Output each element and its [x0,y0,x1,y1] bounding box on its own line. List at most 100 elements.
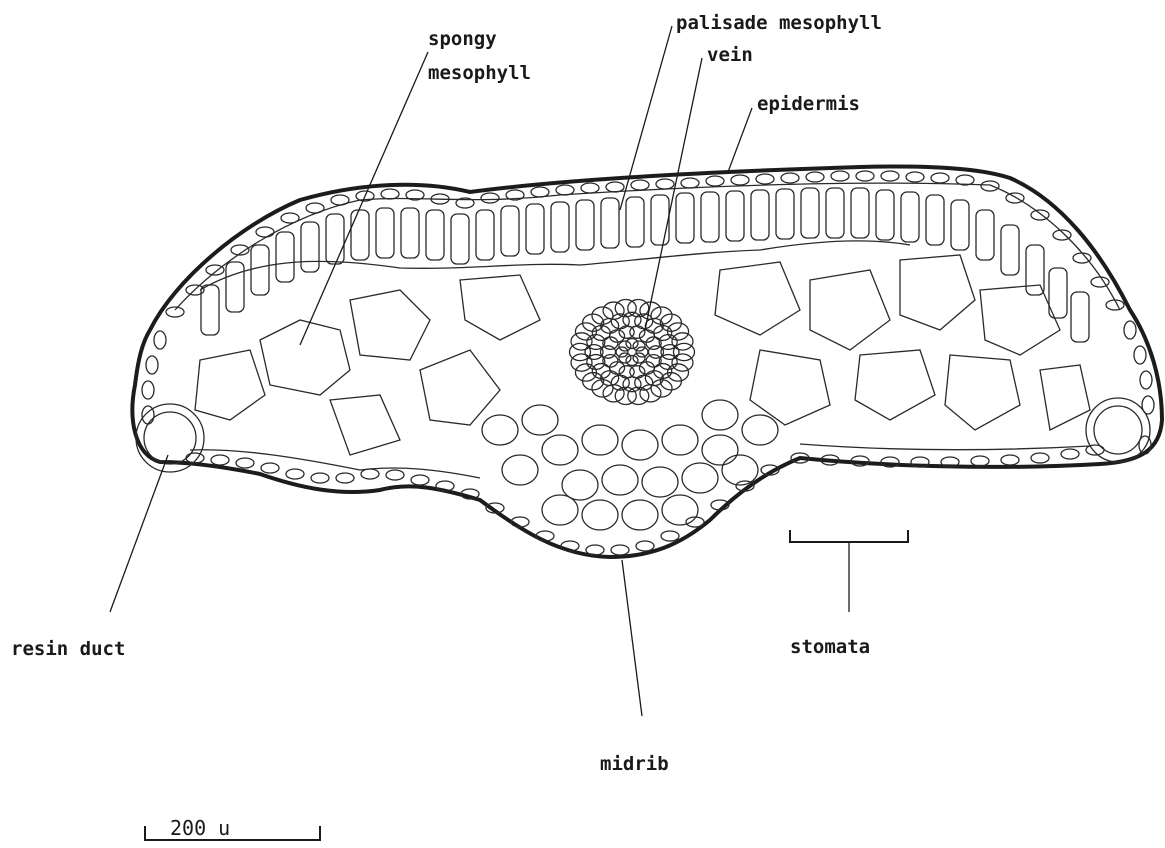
palisade-cell [601,198,619,248]
epidermis-cell [336,473,354,483]
epidermis-cell [906,172,924,182]
epidermis-cell [142,381,154,399]
epidermis-cell [381,189,399,199]
epidermis-cell [331,195,349,205]
midrib-cell [582,500,618,530]
epidermis-cell [1073,253,1091,263]
palisade-cell [226,262,244,312]
vein-leader [645,58,702,330]
epidermis-cell [581,183,599,193]
midrib-cell [682,463,718,493]
epidermis-cell [531,187,549,197]
vein-cell [672,354,693,371]
epidermis-cell [1061,449,1079,459]
epidermis-cell [206,265,224,275]
palisade-cells [201,188,1089,342]
epidermis-cell [971,456,989,466]
epidermis-cell [306,203,324,213]
midrib-cell [662,425,698,455]
palisade-cell [551,202,569,252]
scale-bar-label: 200 u [170,818,230,838]
vein-cell [616,347,628,357]
epidermis-cell [166,307,184,317]
epidermis-cell [411,475,429,485]
midrib-cell [542,495,578,525]
epidermis-label: epidermis [757,95,860,114]
palisade-mesophyll-label: palisade mesophyll [676,14,882,33]
stomata-bracket [790,530,908,542]
epidermis-cell [361,469,379,479]
midrib-cell [482,415,518,445]
palisade-cell [876,190,894,240]
midrib-cell [542,435,578,465]
epidermis-cell [261,463,279,473]
epidermis-cell [731,175,749,185]
palisade-cell [376,208,394,258]
palisade-cell [1071,292,1089,342]
palisade-cell [901,192,919,242]
epidermis-cell [656,179,674,189]
midrib-label: midrib [600,755,669,774]
midrib-cell [522,405,558,435]
epidermis-leader [728,108,752,172]
midrib-cell [562,470,598,500]
epidermis-cell [981,181,999,191]
epidermis-cell [281,213,299,223]
resin-ducts [136,398,1150,472]
vein-cell [630,326,645,338]
midrib-cell [622,500,658,530]
midrib-cell [722,455,758,485]
epidermis-cell [631,180,649,190]
vein-cell [619,366,634,378]
epidermis-cell [1134,346,1146,364]
epidermis-cell [611,545,629,555]
vein-cells [570,300,695,405]
palisade-cell [701,192,719,242]
upper-epidermis-boundary [175,183,1120,310]
palisade-cell [826,188,844,238]
epidermis-cell [556,185,574,195]
vein-cell [626,339,638,349]
palisade-cell [526,204,544,254]
midrib-cell [582,425,618,455]
vein-cell [619,353,631,363]
epidermis-cell [1091,277,1109,287]
palisade-cell [751,190,769,240]
epidermis-cell [211,455,229,465]
midrib-cells [482,400,778,530]
vein-cell [672,333,693,350]
palisade-cell [276,232,294,282]
epidermis-cell [681,178,699,188]
vein-cell [626,356,638,366]
epidermis-cell [636,541,654,551]
epidermis-cell [756,174,774,184]
palisade-cell [926,195,944,245]
midrib-cell [622,430,658,460]
epidermis-cell [311,473,329,483]
epidermis-cell [1001,455,1019,465]
epidermis-cell [256,227,274,237]
palisade-cell [576,200,594,250]
palisade-layer-boundary [200,241,910,290]
palisade-cell [976,210,994,260]
epidermis-cell [386,470,404,480]
palisade-cell [776,189,794,239]
midrib-cell [602,465,638,495]
palisade-cell [476,210,494,260]
spongy-mesophyll-label-line2: mesophyll [428,64,531,83]
epidermis-cell [1031,453,1049,463]
epidermis-cell [286,469,304,479]
palisade-cell [301,222,319,272]
epidermis-cell [661,531,679,541]
epidermis-cell [706,176,724,186]
vein-cell [571,333,592,350]
lower-epidermis-boundary [190,444,1090,478]
vein-label: vein [707,46,753,65]
epidermis-cell [606,182,624,192]
palisade-cell [1001,225,1019,275]
palisade-cell [451,214,469,264]
midrib-cell [702,435,738,465]
epidermis-cell [856,171,874,181]
midrib-leader [622,560,642,716]
palisade-cell [401,208,419,258]
